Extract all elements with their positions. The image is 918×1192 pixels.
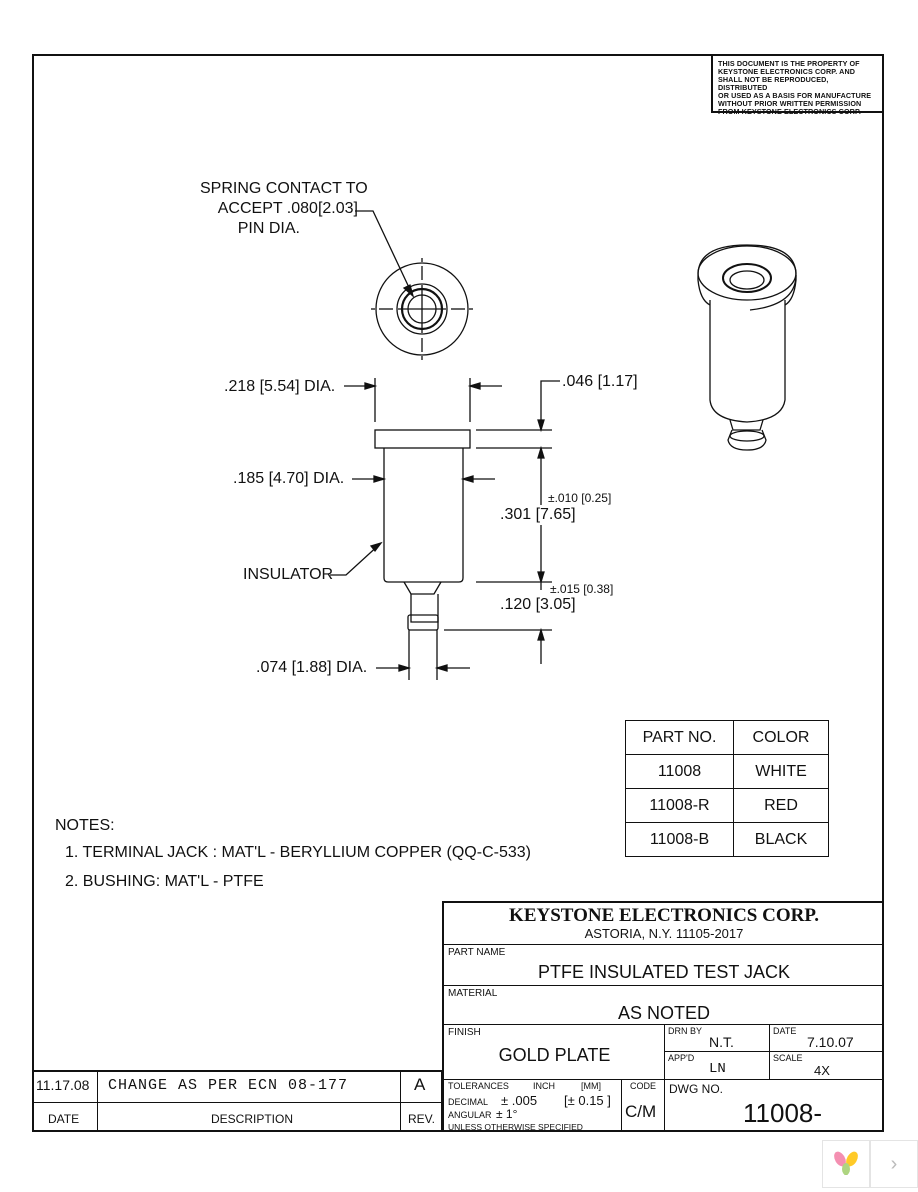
finish-label: FINISH — [448, 1027, 481, 1038]
dim-185-label: .185 [4.70] DIA. — [233, 470, 345, 487]
angular: ± 1° — [496, 1107, 518, 1121]
material-label: MATERIAL — [448, 988, 498, 999]
dwg-no-label: DWG NO. — [669, 1082, 723, 1096]
code-label: CODE — [630, 1081, 657, 1091]
drn-by-cell: DRN BY N.T. — [665, 1025, 770, 1052]
dim-218-label: .218 [5.54] DIA. — [224, 378, 336, 395]
code: C/M — [625, 1102, 657, 1121]
next-page-button[interactable]: › — [870, 1140, 918, 1188]
revision-rev: A — [414, 1075, 426, 1094]
revision-block: 11.17.08 CHANGE AS PER ECN 08-177 A DATE… — [32, 1070, 443, 1132]
company-address: ASTORIA, N.Y. 11105-2017 — [584, 926, 744, 941]
decimal-inch: ± .005 — [501, 1093, 538, 1108]
inch-label: INCH — [533, 1081, 555, 1091]
appd-cell: APP'D LN — [665, 1052, 770, 1080]
title-block: KEYSTONE ELECTRONICS CORP. ASTORIA, N.Y.… — [442, 901, 884, 1132]
tol-015-label: ±.015 [0.38] — [550, 582, 614, 596]
dim-120-label: .120 [3.05] — [500, 596, 576, 613]
notes-title: NOTES: — [55, 817, 115, 834]
table-cell: 11008-B — [625, 822, 734, 857]
dwg-no-cell: DWG NO. 11008- — [665, 1080, 884, 1132]
header-date: DATE — [48, 1112, 80, 1126]
mm-label: [MM] — [581, 1081, 601, 1091]
header-rev: REV. — [408, 1112, 435, 1126]
code-cell: CODE C/M — [622, 1080, 665, 1132]
table-row: 11008-B BLACK — [625, 822, 829, 857]
table-cell: 11008-R — [625, 788, 734, 823]
insulator-label: INSULATOR — [243, 566, 334, 583]
divider — [400, 1072, 401, 1130]
date-label: DATE — [773, 1026, 797, 1036]
parts-table: PART NO. COLOR 11008 WHITE 11008-R RED 1… — [625, 720, 829, 857]
tol-010-label: ±.010 [0.25] — [548, 491, 612, 505]
date: 7.10.07 — [807, 1034, 854, 1050]
scale-cell: SCALE 4X — [770, 1052, 884, 1080]
appd: LN — [709, 1061, 726, 1077]
table-cell: WHITE — [733, 754, 829, 789]
tolerances-label: TOLERANCES — [448, 1081, 509, 1091]
appd-label: APP'D — [668, 1053, 695, 1063]
revision-row — [34, 1072, 441, 1103]
notes: NOTES: 1. TERMINAL JACK : MAT'L - BERYLL… — [55, 812, 531, 895]
chevron-right-icon: › — [890, 1153, 898, 1175]
finish-cell: FINISH GOLD PLATE — [444, 1025, 665, 1080]
table-cell: BLACK — [733, 822, 829, 857]
material: AS NOTED — [617, 1003, 710, 1023]
dim-301-label: .301 [7.65] — [500, 506, 576, 523]
divider — [97, 1072, 98, 1130]
dim-074-label: .074 [1.88] DIA. — [256, 659, 368, 676]
isometric-view — [697, 244, 797, 451]
drn-by-label: DRN BY — [668, 1026, 703, 1036]
decimal-label: DECIMAL — [448, 1097, 489, 1107]
top-view — [371, 258, 473, 360]
date-cell: DATE 7.10.07 — [770, 1025, 884, 1052]
table-row: 11008 WHITE — [625, 754, 829, 789]
table-row: 11008-R RED — [625, 788, 829, 823]
decimal-mm: [± 0.15 ] — [564, 1093, 611, 1108]
dim-046-label: .046 [1.17] — [562, 373, 638, 390]
tolerances-cell: TOLERANCES INCH [MM] DECIMAL ± .005 [± 0… — [444, 1080, 622, 1132]
drn-by: N.T. — [709, 1034, 734, 1050]
table-header: COLOR — [733, 720, 829, 755]
part-name: PTFE INSULATED TEST JACK — [537, 962, 791, 982]
note-item: 1. TERMINAL JACK : MAT'L - BERYLLIUM COP… — [65, 844, 531, 861]
table-header: PART NO. — [625, 720, 734, 755]
scale: 4X — [814, 1063, 830, 1078]
company-name: KEYSTONE ELECTRONICS CORP. — [509, 905, 819, 926]
revision-date: 11.17.08 — [36, 1077, 90, 1093]
note-item: 2. BUSHING: MAT'L - PTFE — [65, 873, 264, 890]
part-name-cell: PART NAME PTFE INSULATED TEST JACK — [444, 945, 884, 986]
part-name-label: PART NAME — [448, 947, 506, 958]
proprietary-notice: THIS DOCUMENT IS THE PROPERTY OF KEYSTON… — [711, 54, 884, 116]
dwg-no: 11008- — [743, 1098, 823, 1128]
spring-contact-callout: SPRING CONTACT TO ACCEPT .080[2.03] PIN … — [200, 180, 368, 237]
viewer-nav: › — [822, 1140, 918, 1188]
unless-note: UNLESS OTHERWISE SPECIFIED — [448, 1122, 583, 1132]
scale-label: SCALE — [773, 1053, 803, 1063]
side-view — [374, 429, 471, 680]
viewer-logo-button[interactable] — [822, 1140, 870, 1188]
revision-description: CHANGE AS PER ECN 08-177 — [108, 1077, 349, 1094]
company-cell: KEYSTONE ELECTRONICS CORP. ASTORIA, N.Y.… — [444, 903, 884, 945]
angular-label: ANGULAR — [448, 1110, 492, 1120]
table-cell: 11008 — [625, 754, 734, 789]
table-cell: RED — [733, 788, 829, 823]
table-header-row: PART NO. COLOR — [625, 720, 829, 755]
finish: GOLD PLATE — [498, 1045, 611, 1065]
header-description: DESCRIPTION — [211, 1112, 294, 1126]
flower-logo-icon — [834, 1151, 858, 1175]
material-cell: MATERIAL AS NOTED — [444, 986, 884, 1025]
